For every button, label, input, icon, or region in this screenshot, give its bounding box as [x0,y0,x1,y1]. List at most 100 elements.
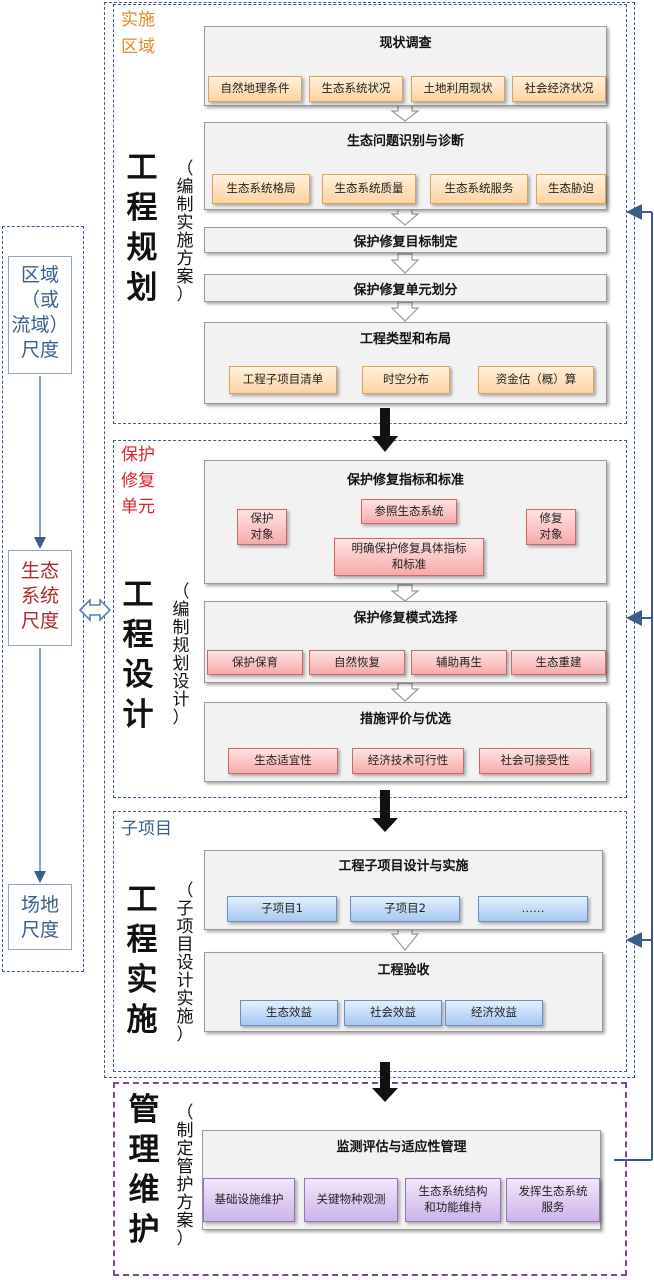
hollow-flow-arrows [390,104,420,951]
scope-line: 修复 [121,471,155,491]
regional-scale-line: 流域） [11,314,69,336]
stage-char: 工 [126,882,158,918]
note-char: 制 [176,1121,194,1141]
note-char: 实 [176,989,194,1009]
stages-outer-frame [104,2,635,1078]
box-line: 发挥生态系统 [518,1184,588,1199]
regional-scale-line: 尺度 [20,339,59,361]
stage-char: 程 [126,190,158,226]
note-char: 管 [176,1157,194,1177]
unit-division-panel: 保护修复单元划分 [204,274,607,302]
implementation-stage-name: 工 程 实 施 [122,880,162,1040]
maintenance-stage-note: （ 制 定 管 护 方 案 ） [174,1104,196,1248]
note-char: 定 [176,1139,194,1159]
subproject-title: 工程子项目设计与实施 [338,859,469,874]
note-char: 项 [176,917,194,937]
subproject-item: …… [478,896,588,922]
stage-char: 工 [122,577,154,613]
monitoring-item: 生态系统结构 和功能维持 [405,1178,501,1222]
site-scale-line: 场地 [20,894,59,916]
scope-line: 实施 [121,10,155,30]
note-char: 实 [176,213,194,233]
regional-scale-box: 区域 （或 流域） 尺度 [8,256,72,374]
monitoring-item: 发挥生态系统 服务 [506,1178,600,1222]
regional-scale-line: （或 [20,289,59,311]
protect-object-box: 保护 对象 [237,509,287,545]
stage-char: 施 [126,1002,158,1038]
evaluation-item: 经济技术可行性 [352,748,464,774]
note-char: 方 [176,249,194,269]
scope-line: 保护 [121,445,155,465]
stage-char: 实 [126,962,158,998]
goal-panel: 保护修复目标制定 [204,227,607,253]
note-char: 设 [176,953,194,973]
restore-object-box: 修复 对象 [526,509,576,545]
goal-title: 保护修复目标制定 [353,234,458,250]
subproject-item: 子项目2 [350,896,460,922]
diagnosis-item: 生态系统服务 [430,174,528,204]
evaluation-item: 社会可接受性 [479,748,591,774]
stage-char: 程 [122,617,154,653]
implementation-stage-note: （ 子 项 目 设 计 实 施 ） [174,882,196,1044]
specific-indicators-box: 明确保护修复具体指标 和标准 [334,538,484,576]
note-char: 施 [176,231,194,251]
layout-title: 工程类型和布局 [359,332,451,347]
feedback-loop [614,204,653,1161]
box-line: 对象 [250,527,274,541]
survey-item: 自然地理条件 [208,76,302,102]
note-char: 划 [172,654,190,674]
note-char: 制 [172,618,190,638]
monitoring-title: 监测评估与适应性管理 [336,1140,467,1155]
box-line: 修复 [539,511,563,526]
box-line: 基础设施维护 [214,1192,284,1207]
box-line: 和标准 [391,557,427,571]
survey-item: 社会经济状况 [512,76,606,102]
note-char: 方 [176,1193,194,1213]
indicators-title: 保护修复指标和标准 [346,473,464,488]
monitoring-item: 基础设施维护 [203,1178,295,1222]
box-line: 和功能维持 [424,1200,482,1214]
reference-ecosystem-box: 参照生态系统 [361,499,457,524]
mode-item: 辅助再生 [411,650,507,675]
stage-transition-arrows [372,408,398,1102]
note-char: ） [176,285,194,305]
stage-char: 规 [126,230,158,266]
site-scale-line: 尺度 [20,919,59,941]
mode-item: 自然恢复 [309,650,405,675]
maintenance-frame [113,1082,627,1276]
diagnosis-item: 生态系统格局 [212,174,310,204]
note-char: 设 [172,672,190,692]
survey-item: 土地利用现状 [411,76,505,102]
note-char: 施 [176,1007,194,1027]
mode-title: 保护修复模式选择 [353,611,458,626]
design-stage-note: （ 编 制 规 划 设 计 ） [170,583,192,727]
ecosystem-scale-line: 系统 [20,585,59,607]
mode-item: 保护保育 [207,650,303,675]
note-char: 子 [176,899,194,919]
note-char: ） [176,1229,194,1249]
note-char: 计 [172,690,190,710]
evaluation-title: 措施评价与优选 [359,712,451,727]
note-char: 目 [176,935,194,955]
unit-division-title: 保护修复单元划分 [353,282,458,298]
design-scope-label: 保护 修复 单元 [121,444,155,518]
ecosystem-scale-line: 尺度 [20,610,59,632]
ecosystem-scale-line: 生态 [20,560,59,582]
design-stage-name: 工 程 设 计 [118,575,158,735]
survey-title: 现状调查 [379,36,432,51]
stage-char: 维 [128,1172,160,1208]
box-line: 生态系统结构 [418,1184,488,1199]
scope-line: 单元 [121,497,155,517]
note-char: 编 [176,177,194,197]
note-char: 计 [176,971,194,991]
stage-char: 计 [122,697,154,733]
note-char: （ [176,159,194,179]
subproject-item: 子项目1 [227,896,337,922]
survey-item: 生态系统状况 [309,76,403,102]
acceptance-item: 生态效益 [240,1000,338,1026]
note-char: ） [176,1025,194,1045]
stage-char: 划 [126,270,158,306]
note-char: ） [172,708,190,728]
acceptance-item: 经济效益 [445,1000,543,1026]
stage-char: 设 [122,657,154,693]
